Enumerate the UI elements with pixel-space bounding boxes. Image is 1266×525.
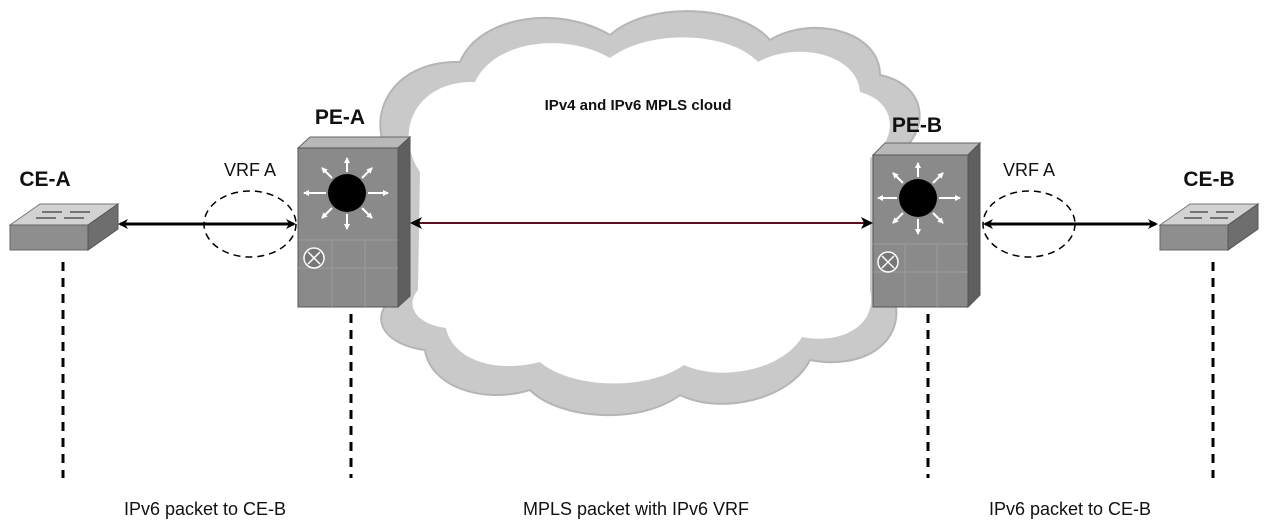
pe-a-label: PE-A [315, 106, 365, 129]
ce-a-switch [8, 203, 120, 251]
mpls-cloud [379, 10, 921, 417]
pe-a-router [296, 135, 412, 309]
ce-b-switch [1158, 203, 1260, 251]
pe-b-label: PE-B [892, 114, 942, 137]
pe-b-router [871, 141, 982, 309]
cloud-label: IPv4 and IPv6 MPLS cloud [545, 97, 732, 114]
caption-middle: MPLS packet with IPv6 VRF [523, 499, 749, 519]
caption-left: IPv6 packet to CE-B [124, 499, 286, 519]
drop-lines [61, 262, 1215, 478]
vrf-a-right-label: VRF A [1003, 160, 1055, 180]
caption-right: IPv6 packet to CE-B [989, 499, 1151, 519]
ce-a-label: CE-A [19, 168, 70, 191]
vrf-a-left-label: VRF A [224, 160, 276, 180]
ce-b-label: CE-B [1183, 168, 1234, 191]
